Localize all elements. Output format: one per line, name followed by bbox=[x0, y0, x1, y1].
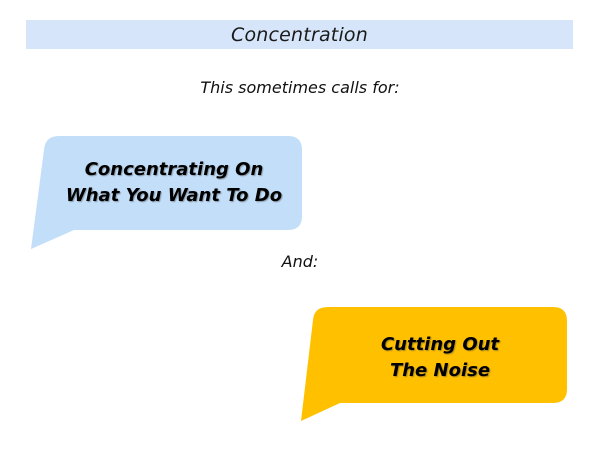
connector-text: And: bbox=[281, 252, 319, 271]
speech-bubble-noise-shape bbox=[301, 307, 567, 421]
speech-bubble-focus-text: Concentrating On What You Want To Do bbox=[43, 157, 305, 209]
intro-text: This sometimes calls for: bbox=[200, 78, 400, 97]
title-bar: Concentration bbox=[26, 20, 573, 49]
bubble-noise-line2: The Noise bbox=[389, 360, 491, 381]
bubble-focus-line2: What You Want To Do bbox=[65, 185, 283, 206]
speech-bubble-focus-shape bbox=[31, 136, 302, 249]
bubble-focus-line1: Concentrating On bbox=[84, 159, 264, 180]
page-title: Concentration bbox=[230, 23, 368, 46]
speech-bubble-noise-text: Cutting Out The Noise bbox=[330, 332, 550, 384]
bubble-noise-line1: Cutting Out bbox=[380, 334, 500, 355]
